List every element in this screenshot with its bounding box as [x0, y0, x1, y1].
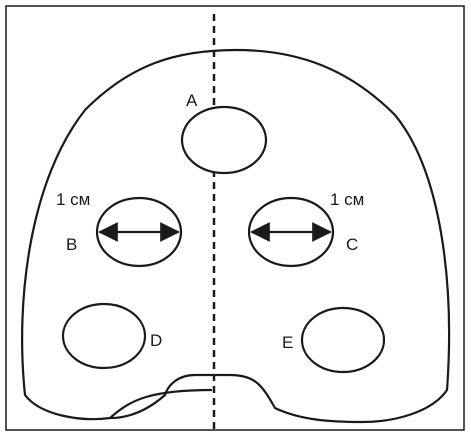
frame-border [5, 5, 465, 431]
label-a: A [186, 91, 198, 110]
template-outline [21, 48, 451, 424]
hole-a [180, 105, 268, 175]
label-b: B [66, 235, 77, 254]
measure-label-right: 1 см [330, 190, 364, 209]
label-e: E [282, 333, 293, 352]
hole-d [61, 302, 147, 370]
label-d: D [150, 331, 162, 350]
measure-label-left: 1 см [56, 190, 90, 209]
label-c: C [346, 235, 358, 254]
hole-e [300, 306, 386, 374]
